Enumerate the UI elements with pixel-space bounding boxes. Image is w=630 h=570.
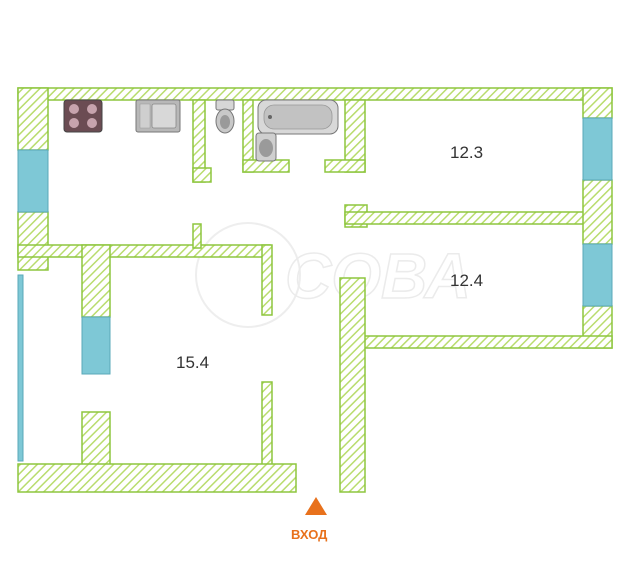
- room-area-15-4: 15.4: [176, 353, 209, 372]
- washbasin-icon: [255, 132, 277, 162]
- entrance-arrow-icon: [305, 497, 327, 515]
- stove-icon: [63, 99, 103, 133]
- window-balcony: [17, 274, 24, 462]
- walls: [17, 87, 613, 493]
- room-area-12-4: 12.4: [450, 271, 483, 290]
- windows: [17, 117, 613, 462]
- window-left-kitchen: [17, 149, 49, 213]
- sink-icon: [135, 99, 181, 133]
- entrance-label: ВХОД: [291, 527, 328, 542]
- watermark-logo: СОВА: [195, 222, 472, 328]
- window-bedroom-mid: [582, 243, 613, 307]
- toilet-icon: [215, 99, 235, 134]
- bathtub-icon: [257, 99, 339, 135]
- watermark-text: СОВА: [285, 240, 471, 312]
- window-living: [81, 316, 111, 375]
- room-area-12-3: 12.3: [450, 143, 483, 162]
- window-bedroom-top: [582, 117, 613, 181]
